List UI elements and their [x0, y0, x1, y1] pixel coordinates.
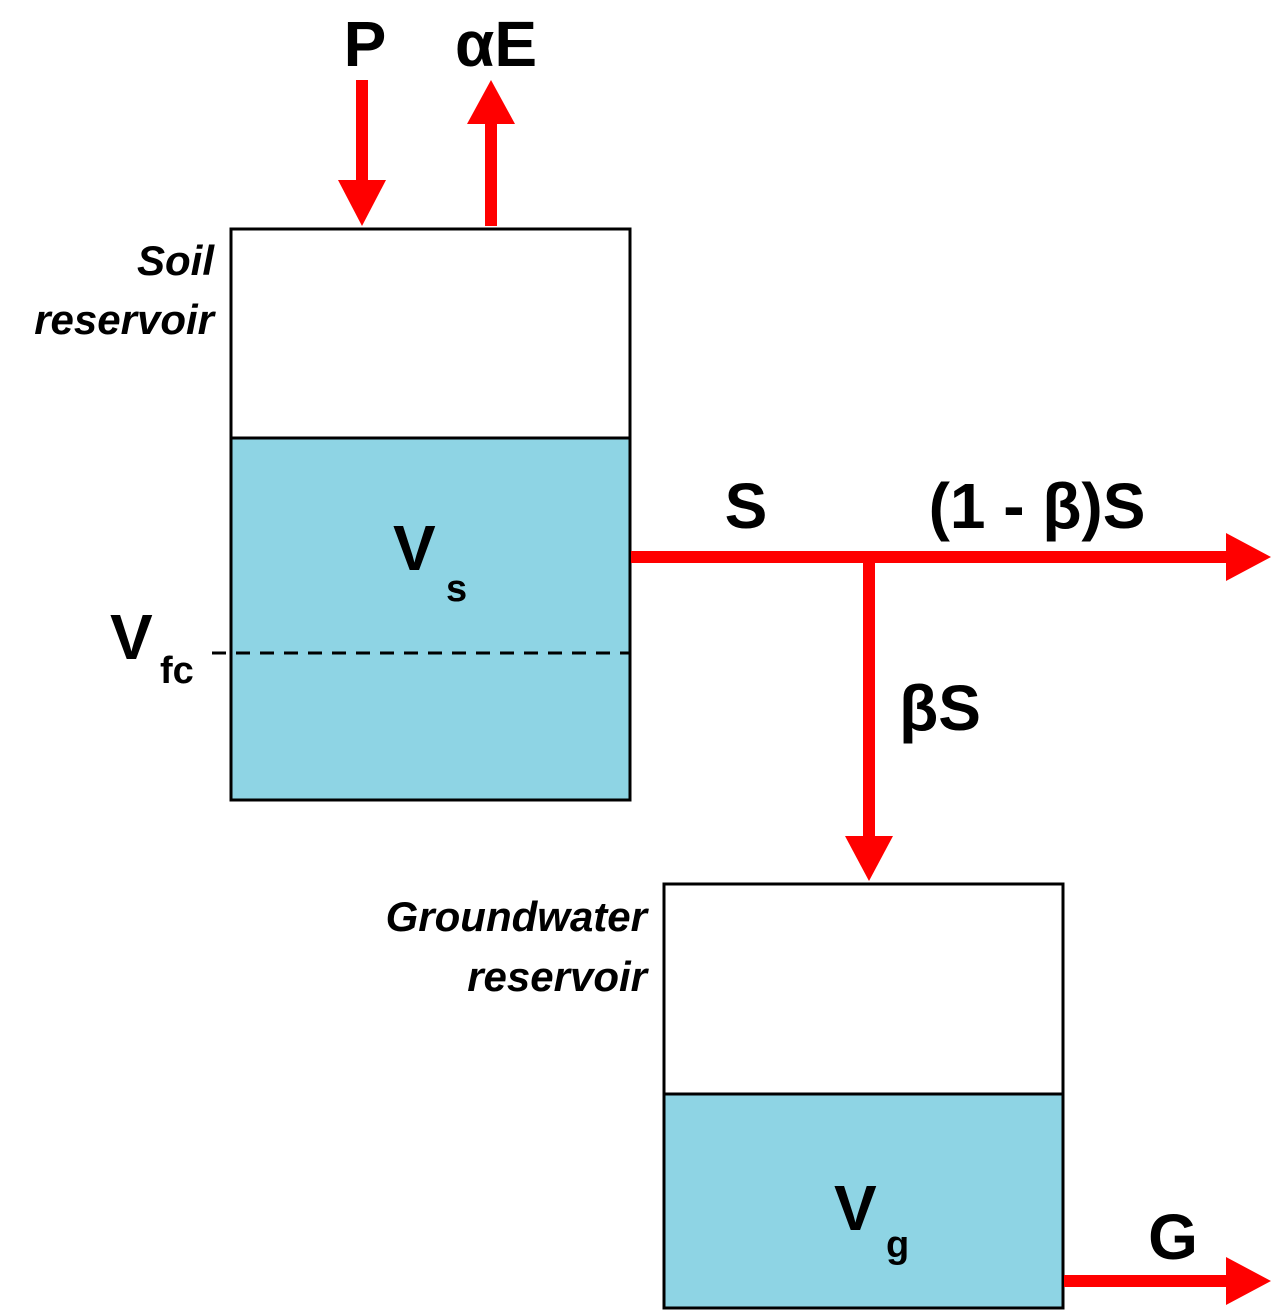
soil-outflow-arrow [631, 533, 1271, 581]
precipitation-arrow [338, 80, 386, 226]
groundwater-reservoir-label-line2: reservoir [467, 953, 649, 1000]
runoff-label: (1 - β)S [929, 470, 1146, 542]
recharge-arrow [845, 557, 893, 881]
soil-reservoir-label-line2: reservoir [34, 296, 216, 343]
groundwater-reservoir-label-line1: Groundwater [386, 893, 650, 940]
groundwater-reservoir [662, 882, 1065, 1310]
groundwater-volume-symbol: V [834, 1172, 877, 1244]
soil-water-fill [229, 436, 632, 802]
soil-reservoir [212, 227, 632, 802]
groundwater-volume-subscript: g [886, 1224, 909, 1266]
soil-volume-symbol: V [393, 512, 436, 584]
precipitation-label: P [344, 8, 387, 80]
recharge-label: βS [899, 672, 981, 744]
field-capacity-subscript: fc [160, 650, 194, 692]
groundwater-outflow-arrow [1064, 1257, 1271, 1305]
field-capacity-symbol: V [110, 601, 153, 673]
evaporation-arrow [467, 80, 515, 226]
soil-reservoir-label-line1: Soil [137, 237, 215, 284]
soil-volume-subscript: s [446, 568, 467, 610]
soil-outflow-label: S [725, 470, 768, 542]
groundwater-outflow-label: G [1148, 1201, 1198, 1273]
groundwater-water-fill [662, 1092, 1065, 1310]
evaporation-label: αE [455, 8, 537, 80]
